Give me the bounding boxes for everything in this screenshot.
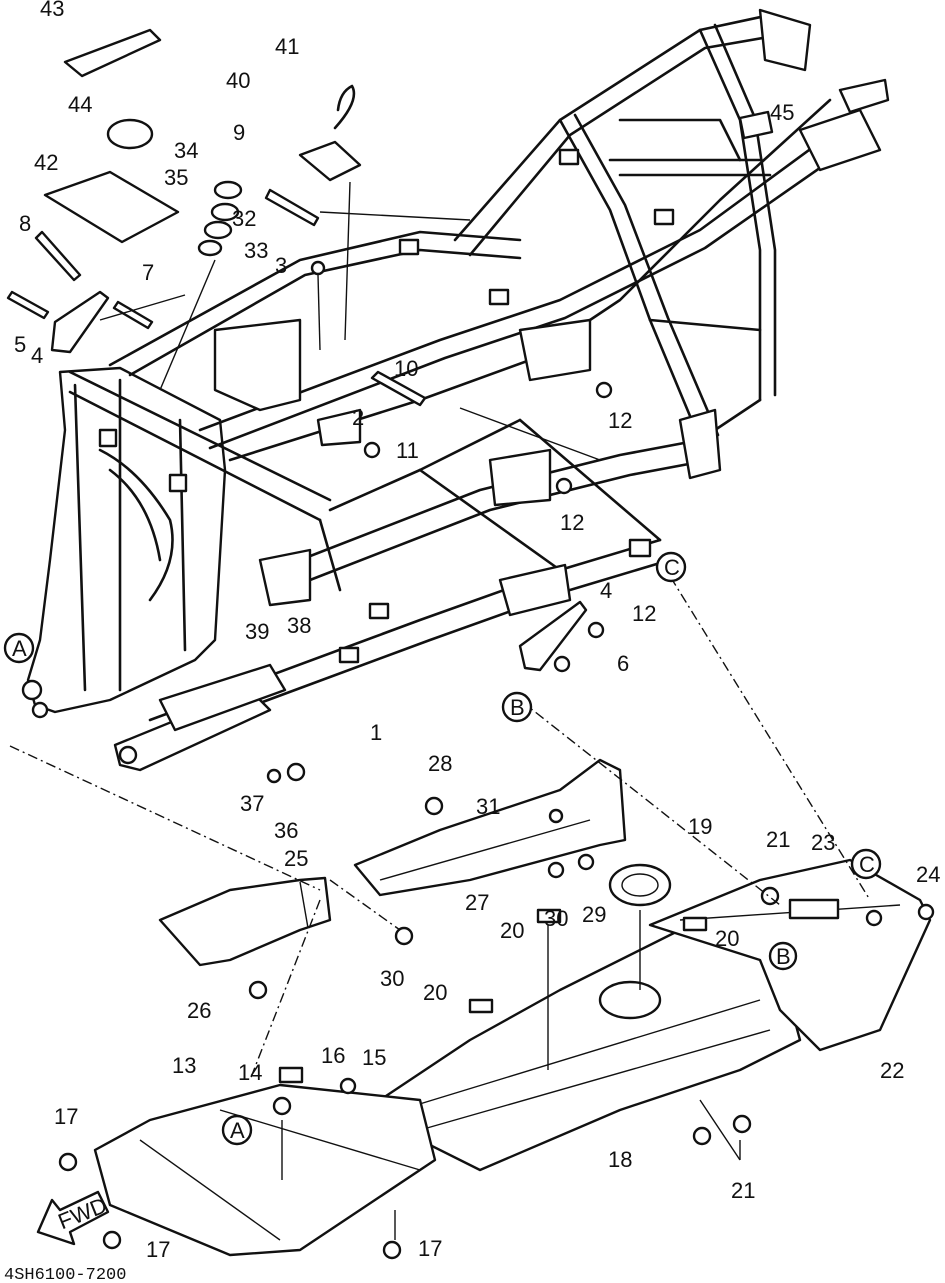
ref-letter: C xyxy=(664,555,680,580)
callout-label: 15 xyxy=(362,1045,386,1070)
callout-label: 3 xyxy=(275,253,287,278)
ref-marker-c-frame: C xyxy=(655,551,687,583)
ref-letter: C xyxy=(859,852,875,877)
callout-label: 43 xyxy=(40,0,64,21)
callout-label: 39 xyxy=(245,619,269,644)
callout-label: 17 xyxy=(54,1104,78,1129)
callout-label: 7 xyxy=(142,260,154,285)
callout-label: 6 xyxy=(617,651,629,676)
callout-label: 30 xyxy=(380,966,404,991)
callout-label: 42 xyxy=(34,150,58,175)
callout-label: 34 xyxy=(174,138,198,163)
callout-label: 1 xyxy=(370,720,382,745)
callout-label: 45 xyxy=(770,100,794,125)
main-frame xyxy=(21,8,890,772)
callout-label: 40 xyxy=(226,68,250,93)
ref-marker-a-plate: A xyxy=(221,1114,253,1146)
loose-parts xyxy=(6,28,774,673)
callout-labels: 1 2 3 4 4 5 6 7 8 9 10 11 12 12 12 13 14… xyxy=(14,0,940,1262)
callout-label: 23 xyxy=(811,830,835,855)
callout-label: 4 xyxy=(600,578,612,603)
callout-label: 20 xyxy=(423,980,447,1005)
callout-label: 35 xyxy=(164,165,188,190)
reference-markers: A A B B C C xyxy=(3,551,882,1146)
callout-label: 4 xyxy=(31,343,43,368)
callout-label: 16 xyxy=(321,1043,345,1068)
callout-label: 9 xyxy=(233,120,245,145)
callout-label: 11 xyxy=(396,438,419,463)
callout-label: 19 xyxy=(688,814,712,839)
callout-label: 18 xyxy=(608,1147,632,1172)
callout-label: 2 xyxy=(352,405,364,430)
callout-label: 14 xyxy=(238,1060,262,1085)
callout-label: 44 xyxy=(68,92,92,117)
callout-label: 10 xyxy=(394,356,418,381)
callout-label: 20 xyxy=(500,918,524,943)
ref-marker-a-frame: A xyxy=(3,632,35,664)
ref-letter: B xyxy=(776,944,791,969)
callout-label: 5 xyxy=(14,332,26,357)
callout-label: 27 xyxy=(465,890,489,915)
ref-marker-c-plate: C xyxy=(850,848,882,880)
callout-label: 17 xyxy=(146,1237,170,1262)
callout-label: 36 xyxy=(274,818,298,843)
callout-label: 26 xyxy=(187,998,211,1023)
callout-label: 33 xyxy=(244,238,268,263)
diagram-code: 4SH6100-7200 xyxy=(4,1266,126,1283)
callout-label: 31 xyxy=(476,794,500,819)
ref-letter: A xyxy=(12,636,27,661)
callout-label: 13 xyxy=(172,1053,196,1078)
callout-label: 21 xyxy=(766,827,790,852)
callout-label: 12 xyxy=(632,601,656,626)
callout-label: 8 xyxy=(19,211,31,236)
callout-label: 38 xyxy=(287,613,311,638)
callout-label: 37 xyxy=(240,791,264,816)
callout-label: 25 xyxy=(284,846,308,871)
callout-label: 41 xyxy=(275,34,299,59)
ref-letter: B xyxy=(510,695,525,720)
callout-label: 21 xyxy=(731,1178,755,1203)
ref-marker-b-plate: B xyxy=(768,941,798,971)
callout-label: 30 xyxy=(544,906,568,931)
callout-label: 32 xyxy=(232,206,256,231)
callout-label: 24 xyxy=(916,862,940,887)
skid-plates xyxy=(58,758,935,1260)
callout-label: 17 xyxy=(418,1236,442,1261)
callout-label: 29 xyxy=(582,902,606,927)
callout-label: 12 xyxy=(560,510,584,535)
ref-letter: A xyxy=(230,1118,245,1143)
leader-lines xyxy=(9,181,871,1240)
fwd-arrow: FWD xyxy=(36,1190,110,1246)
callout-label: 20 xyxy=(715,926,739,951)
callout-label: 28 xyxy=(428,751,452,776)
callout-label: 22 xyxy=(880,1058,904,1083)
ref-marker-b-frame: B xyxy=(501,691,533,723)
callout-label: 12 xyxy=(608,408,632,433)
